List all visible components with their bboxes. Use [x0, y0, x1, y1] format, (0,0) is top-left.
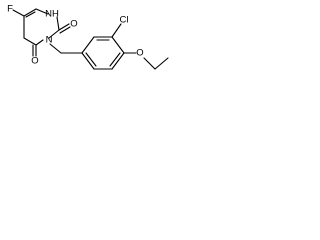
bond-ar-inner-2 — [109, 52, 121, 67]
structure-canvas: F NH N O O Cl O — [0, 0, 173, 78]
bond-n-ch2 — [49, 43, 62, 54]
atom-o-bottom: O — [31, 56, 38, 67]
bond-c4-c5 — [23, 37, 37, 46]
atom-o-top: O — [70, 19, 77, 30]
bond-ar6 — [81, 52, 95, 70]
bond-c6-c5 — [23, 8, 37, 17]
bond-c6-n1 — [35, 8, 49, 15]
bond-ar1 — [81, 36, 95, 54]
bond-c2-n3 — [48, 29, 60, 39]
atom-cl: Cl — [120, 15, 129, 26]
bond-c6-c5-double — [25, 11, 36, 18]
atom-o-ether: O — [136, 48, 143, 59]
bond-ar4 — [111, 52, 125, 70]
bond-ar3 — [111, 36, 125, 54]
bond-n3-c4 — [35, 39, 44, 46]
bond-o-ch2 — [143, 57, 156, 70]
bond-ch2-ch3 — [154, 57, 169, 70]
bond-n1-c2 — [56, 16, 60, 31]
bond-c5-f — [12, 9, 25, 17]
atom-n: N — [46, 35, 53, 46]
bond-c2-o-double — [59, 26, 71, 34]
atom-nh: NH — [45, 9, 59, 20]
atom-f: F — [7, 4, 13, 15]
bond-c2-o — [58, 23, 70, 31]
molecule-diagram: F NH N O O Cl O — [7, 4, 169, 70]
bond-ar-inner-3 — [85, 52, 97, 67]
bond-ar-cl — [111, 23, 122, 38]
